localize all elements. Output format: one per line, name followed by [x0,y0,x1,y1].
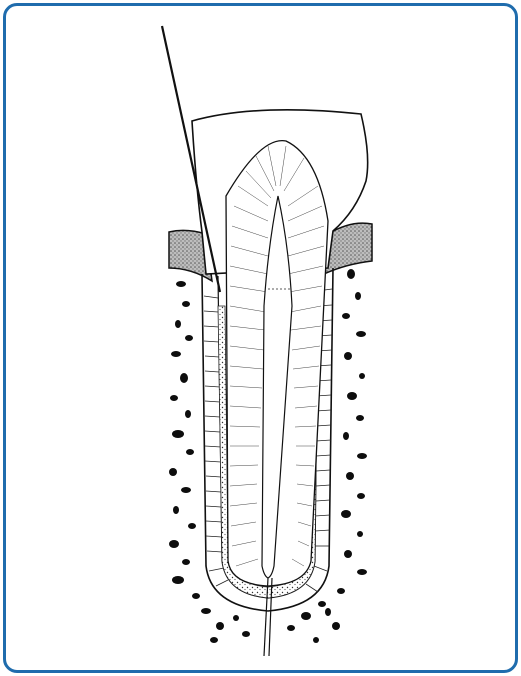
figure-frame [3,3,518,673]
tooth-cross-section-illustration [6,6,515,670]
